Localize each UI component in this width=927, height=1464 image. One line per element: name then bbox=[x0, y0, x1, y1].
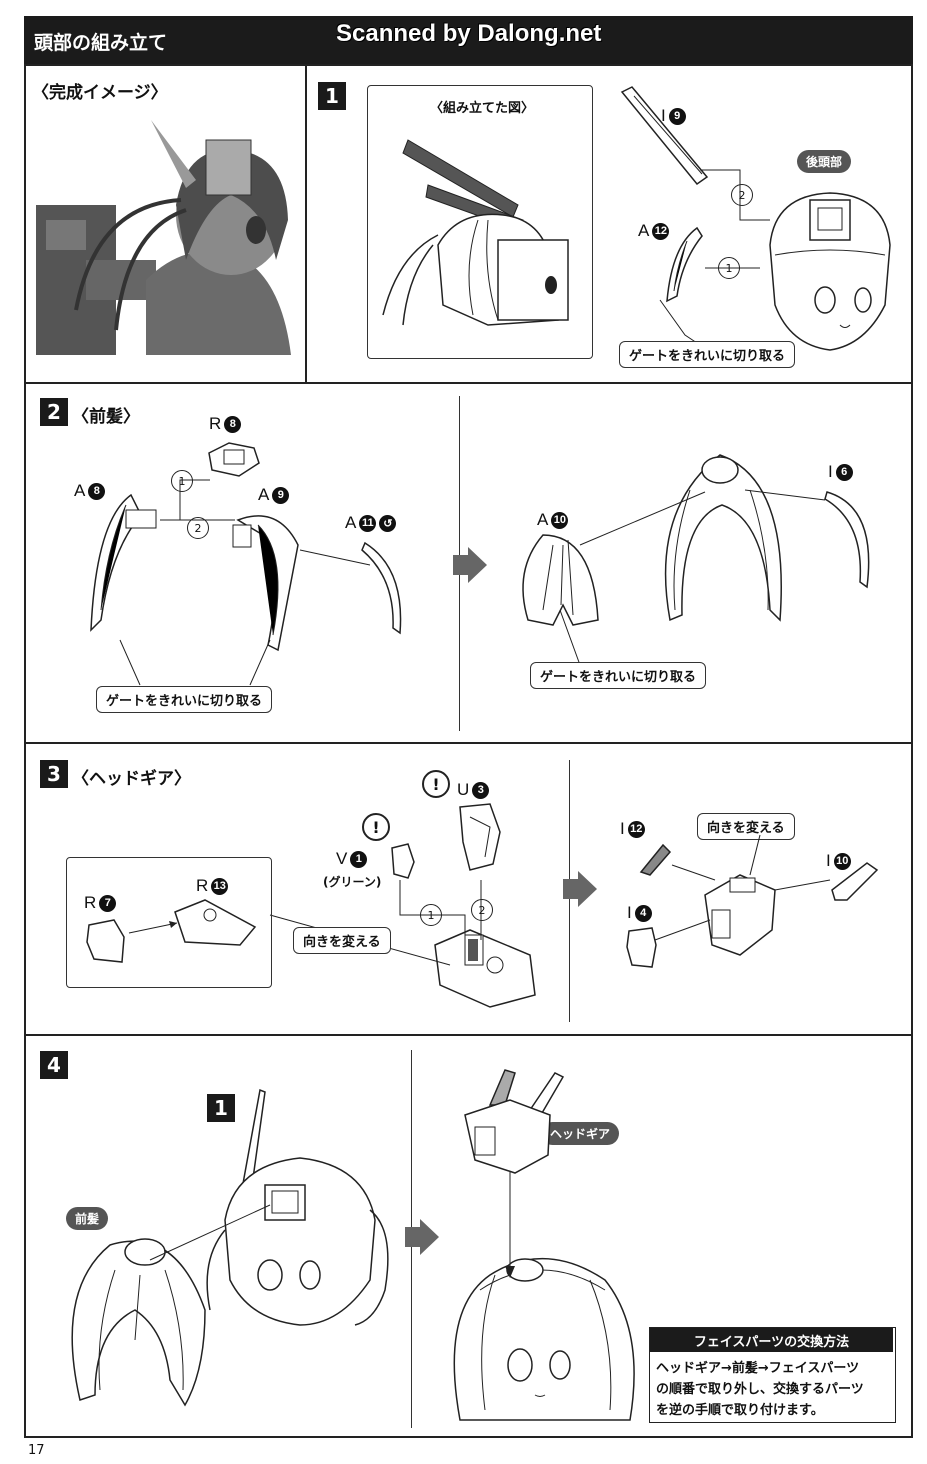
page-number: 17 bbox=[28, 1443, 45, 1458]
step-number: 1 bbox=[318, 82, 346, 110]
inset-label: 〈組み立てた図〉 bbox=[430, 101, 535, 116]
turn-note-right: 向きを変える bbox=[697, 813, 795, 840]
head-base-drawing bbox=[769, 192, 891, 351]
assembled-inset bbox=[367, 85, 593, 359]
warning-icon: ! bbox=[362, 813, 390, 841]
step-number: 3 bbox=[40, 760, 68, 788]
part-r7-drawing bbox=[86, 919, 125, 963]
sequence-marker-2: 2 bbox=[731, 184, 753, 206]
sequence-marker-1: 1 bbox=[171, 470, 193, 492]
divider-preview bbox=[305, 64, 307, 384]
step-title: 〈ヘッドギア〉 bbox=[72, 769, 191, 789]
part-v1-drawing bbox=[391, 843, 415, 879]
divider-row1 bbox=[24, 382, 913, 384]
rotate-icon: ↺ bbox=[379, 514, 397, 532]
sequence-marker-2: 2 bbox=[471, 899, 493, 921]
part-i6-drawing bbox=[824, 491, 870, 589]
step-number: 4 bbox=[40, 1051, 68, 1079]
face-swap-note-line: ヘッドギア→前髪→フェイスパーツ bbox=[656, 1361, 860, 1376]
part-r8-drawing bbox=[208, 442, 260, 477]
watermark: Scanned by Dalong.net bbox=[336, 20, 602, 47]
color-note-green: (グリーン) bbox=[323, 875, 382, 889]
step3-arrows bbox=[269, 880, 482, 966]
step-number: 2 bbox=[40, 398, 68, 426]
preview-figure-image bbox=[36, 120, 291, 355]
step1-arrows bbox=[659, 169, 770, 346]
gate-note-left: ゲートをきれいに切り取る bbox=[96, 686, 273, 713]
part-i4-drawing bbox=[626, 927, 657, 968]
bangs-part-drawing bbox=[71, 1238, 206, 1407]
final-head-drawing bbox=[453, 1258, 635, 1421]
step4-left-arrow bbox=[149, 1204, 271, 1261]
warning-icon: ! bbox=[422, 770, 450, 798]
gate-note: ゲートをきれいに切り取る bbox=[619, 341, 796, 368]
page-title: 頭部の組み立て bbox=[34, 32, 168, 54]
part-a10-drawing bbox=[522, 534, 599, 626]
turn-note-left: 向きを変える bbox=[293, 927, 391, 954]
face-swap-note-line: を逆の手順で取り付けます。 bbox=[656, 1403, 824, 1418]
header-bar bbox=[24, 16, 913, 66]
step2-right-arrows bbox=[559, 489, 826, 666]
page-frame bbox=[24, 64, 913, 1438]
preview-label: 〈完成イメージ〉 bbox=[32, 83, 168, 103]
sequence-marker-2: 2 bbox=[187, 517, 209, 539]
part-a11-drawing bbox=[361, 541, 402, 635]
part-i10-drawing bbox=[831, 862, 879, 901]
part-u3-drawing bbox=[459, 803, 501, 871]
headgear-part-drawing bbox=[464, 1069, 565, 1174]
divider-row2 bbox=[24, 742, 913, 744]
step-title: 〈前髪〉 bbox=[72, 407, 140, 427]
subassembly-inset bbox=[66, 857, 272, 988]
bangs-tag: 前髪 bbox=[66, 1207, 109, 1230]
headgear-base-drawing bbox=[434, 929, 536, 1008]
face-swap-note-line: の順番で取り外し、交換するパーツ bbox=[656, 1382, 864, 1397]
head-with-headgear-drawing bbox=[206, 1088, 389, 1326]
headgear-assembly-drawing bbox=[704, 874, 776, 956]
assembled-head-drawing bbox=[382, 139, 569, 326]
face-swap-note-title: フェイスパーツの交換方法 bbox=[650, 1328, 893, 1352]
headgear-tag: ヘッドギア bbox=[541, 1122, 620, 1145]
rear-head-tag: 後頭部 bbox=[797, 150, 852, 173]
part-i12-drawing bbox=[639, 843, 672, 876]
step2-left-arrows bbox=[119, 479, 371, 686]
next-arrow-step4 bbox=[405, 1219, 439, 1255]
part-a12-drawing bbox=[666, 226, 703, 303]
r13-arrow bbox=[128, 921, 178, 934]
part-r13-drawing bbox=[174, 899, 257, 946]
part-i9-drawing bbox=[620, 86, 709, 186]
substep-number: 1 bbox=[207, 1094, 235, 1122]
next-arrow-step3 bbox=[563, 871, 597, 907]
next-arrow-step2 bbox=[453, 547, 487, 583]
divider-row3 bbox=[24, 1034, 913, 1036]
gate-note-right: ゲートをきれいに切り取る bbox=[530, 662, 707, 689]
step4-right-arrow bbox=[505, 1172, 515, 1278]
step3-right-arrows bbox=[654, 834, 831, 941]
part-a8-drawing bbox=[90, 493, 157, 632]
